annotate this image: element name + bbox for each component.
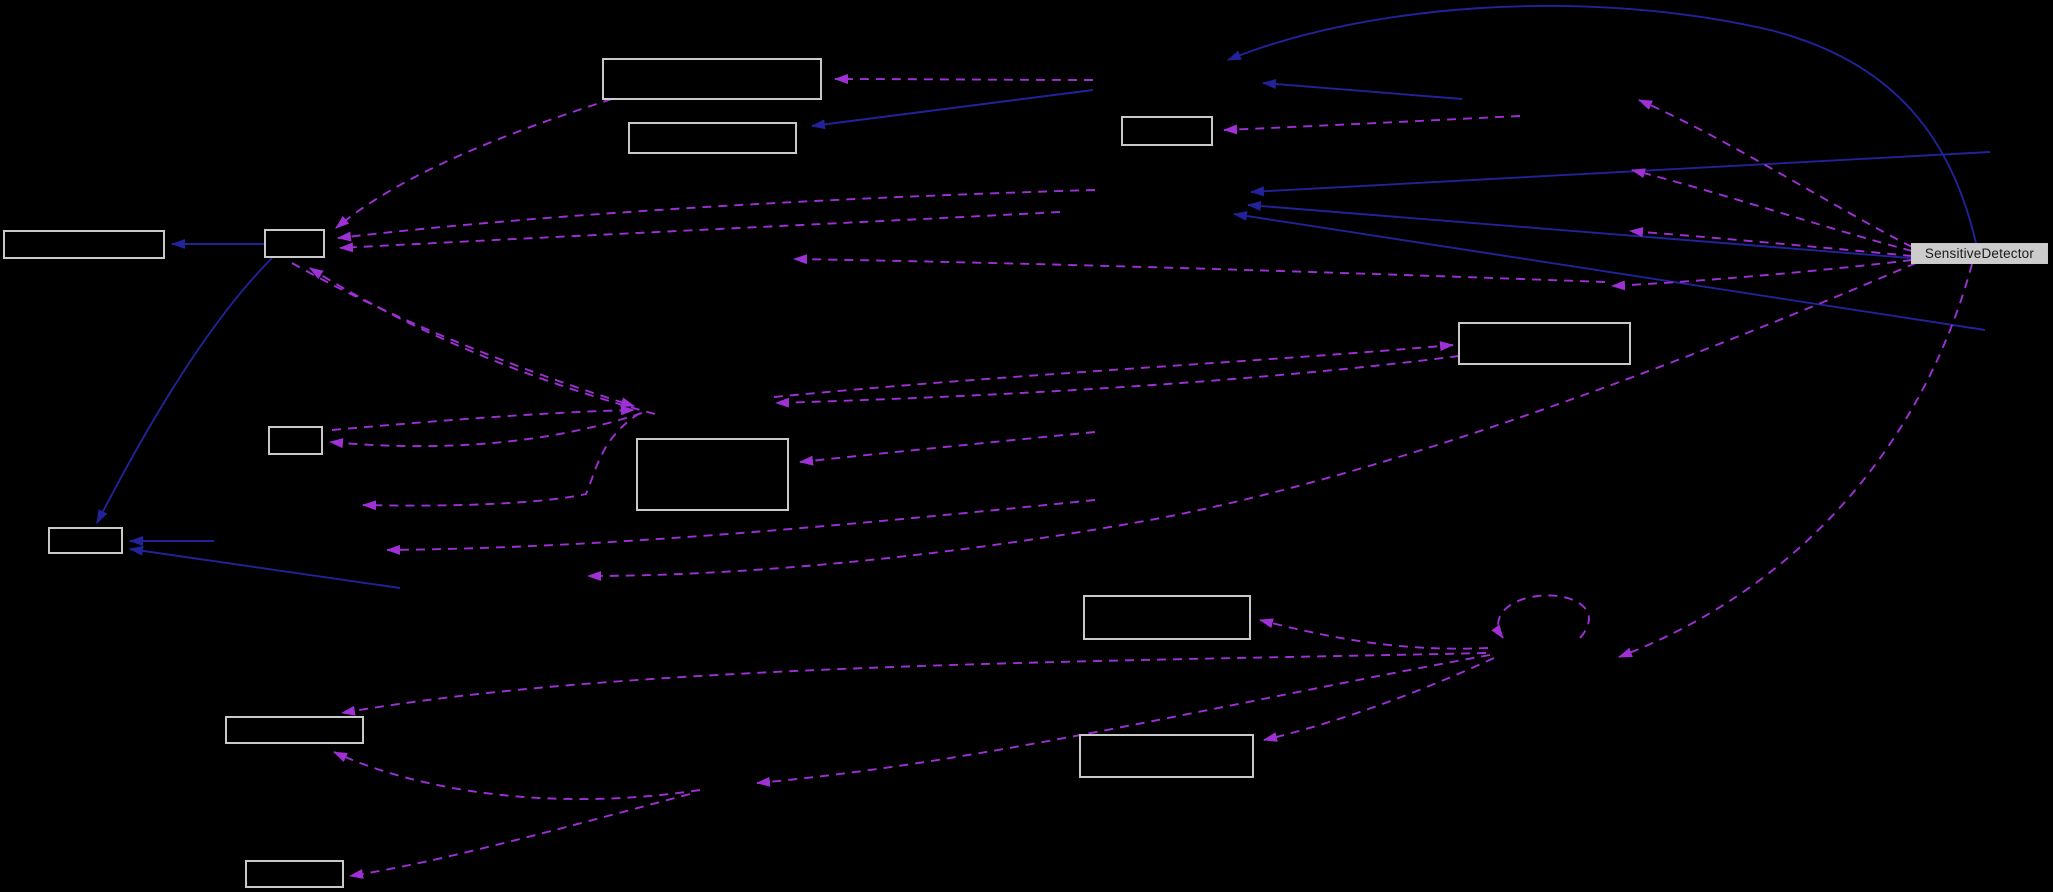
graph-edge-dashed [331,405,635,431]
graph-edge-dashed [337,189,1096,242]
graph-edge-solid [96,257,273,524]
graph-edge-dashed [756,654,1491,787]
graph-edge-dashed [349,793,691,879]
node-right-upper[interactable] [1083,595,1251,640]
node-left-wide[interactable] [3,230,165,259]
graph-edge-dashed [329,412,643,449]
graph-edge-dashed [1629,227,1913,257]
node-bottom-small[interactable] [245,860,344,888]
node-center-large[interactable] [636,438,789,511]
graph-edge-solid [1262,79,1463,100]
graph-edge-dashed [1618,263,1973,658]
node-right-lower[interactable] [1079,734,1254,778]
graph-edge-dashed [309,267,656,415]
node-small-mid-left[interactable] [268,426,323,455]
graph-edge-solid [1250,151,1991,197]
graph-edge-dashed [386,499,1096,555]
graph-edge-solid [1247,201,1961,263]
graph-edge-dashed [1638,99,1913,248]
sensitive-detector-node[interactable]: SensitiveDetector [1911,243,2048,264]
graph-edge-dashed [1223,115,1521,135]
node-left-small[interactable] [264,229,325,258]
graph-edge-solid [1227,4,1977,244]
node-mid-right[interactable] [1458,322,1631,365]
graph-edge-dashed [775,355,1460,408]
node-top-wide[interactable] [602,58,822,100]
graph-edge-dashed [587,262,1917,581]
graph-edge-dashed [291,262,635,407]
graph-edge-solid [129,545,401,589]
graph-edge-dashed [333,751,701,801]
graph-edge-dashed [1631,168,1913,252]
graph-edge-dashed [793,254,1606,283]
node-lower-left[interactable] [48,527,123,554]
node-top-second[interactable] [628,122,797,154]
graph-edge-dashed [341,652,1487,716]
graph-edge-dashed [799,431,1096,466]
graph-edge-solid [1233,211,1986,331]
graph-edge-dashed [1259,618,1489,650]
graph-edge-dashed [362,412,641,511]
graph-edge-dashed [1491,594,1590,639]
graph-edge-dashed [339,211,1061,253]
graph-edge-dashed [773,341,1454,398]
node-top-middle[interactable] [1121,116,1213,146]
graph-edge-dashed [1263,657,1495,742]
graph-edge-solid [811,89,1094,130]
graph-edge-dashed [335,98,613,229]
graph-edge-dashed [1611,259,1913,291]
node-bottom-left[interactable] [225,716,364,744]
graph-edge-dashed [834,74,1094,85]
